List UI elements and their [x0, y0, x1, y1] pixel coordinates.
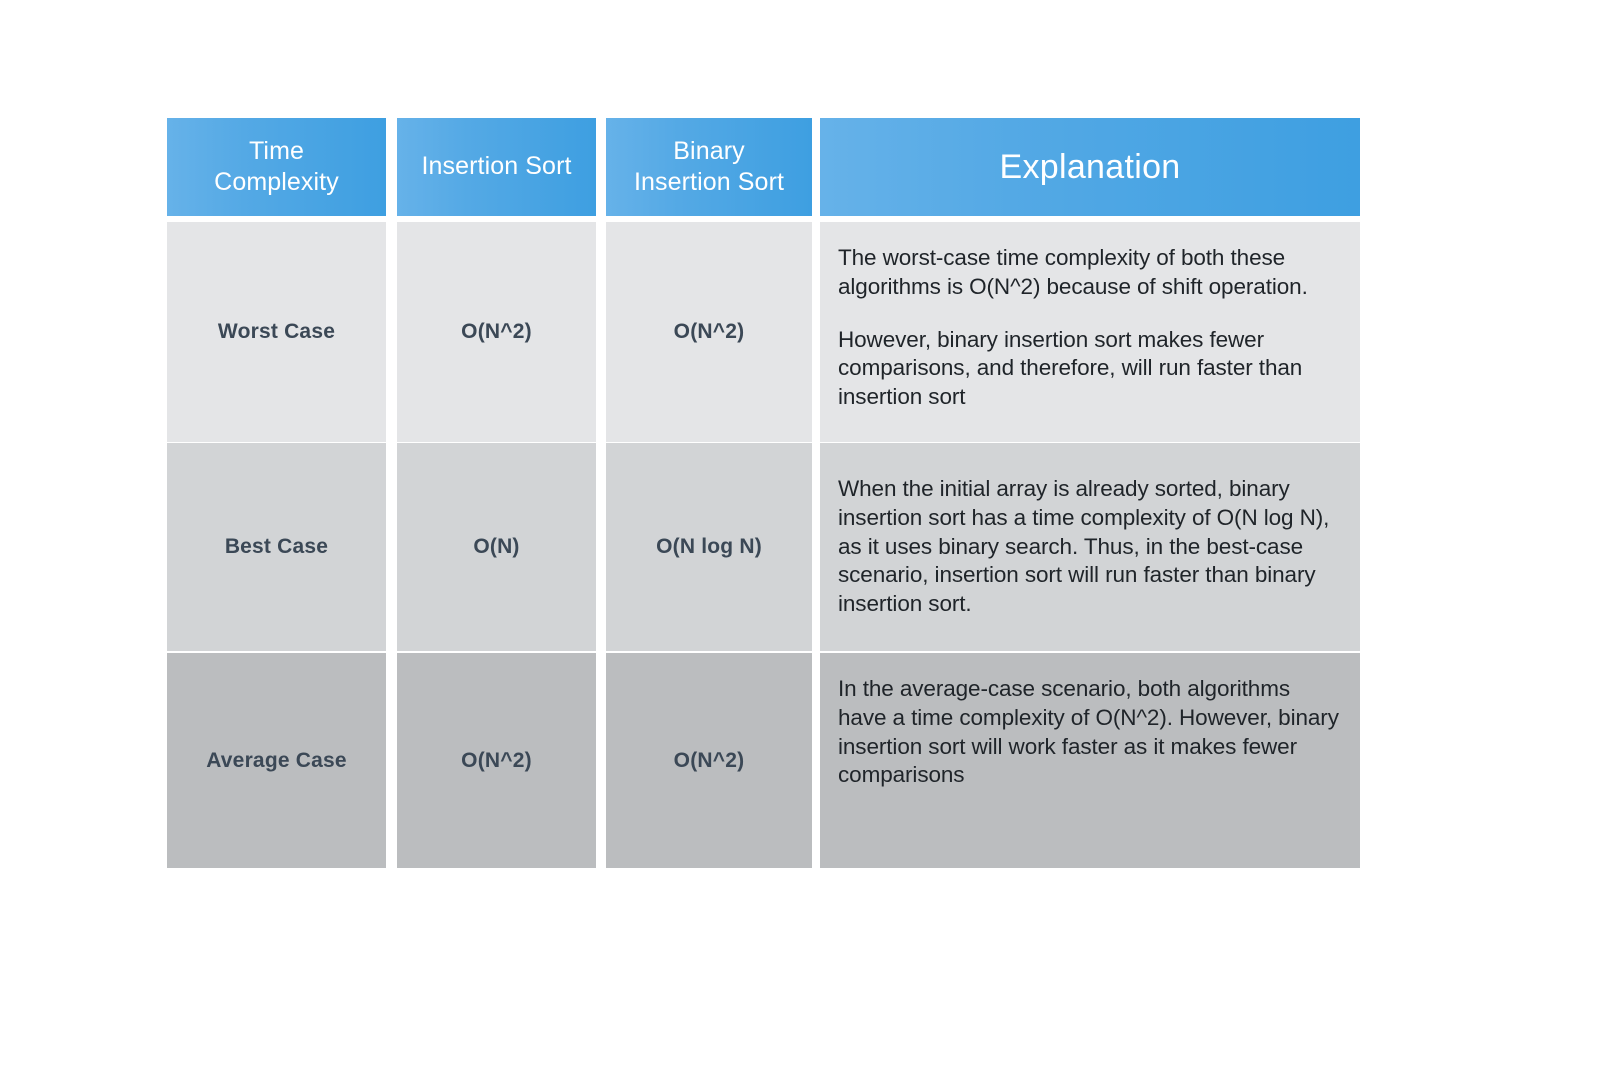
header-explanation-label: Explanation [999, 147, 1181, 186]
table-row: Best Case [167, 443, 386, 651]
explanation-paragraph: However, binary insertion sort makes few… [838, 326, 1303, 410]
table-cell-explanation: The worst-case time complexity of both t… [820, 222, 1360, 442]
case-label: Best Case [224, 535, 329, 558]
insertion-sort-value: O(N^2) [461, 320, 532, 343]
insertion-sort-value: O(N) [473, 535, 520, 558]
table-cell-binary-insertion-sort: O(N^2) [606, 222, 812, 442]
header-insertion-sort: Insertion Sort [397, 118, 596, 216]
table-row: Average Case [167, 653, 386, 868]
binary-insertion-sort-value: O(N^2) [673, 320, 745, 343]
table-cell-binary-insertion-sort: O(N^2) [606, 653, 812, 868]
table-cell-explanation: When the initial array is already sorted… [820, 443, 1360, 651]
table-row: Worst Case [167, 222, 386, 442]
table-cell-insertion-sort: O(N) [397, 443, 596, 651]
case-label: Average Case [206, 748, 347, 772]
header-insertion-sort-label: Insertion Sort [421, 152, 572, 181]
table-cell-insertion-sort: O(N^2) [397, 222, 596, 442]
explanation-paragraph: The worst-case time complexity of both t… [838, 245, 1308, 299]
case-label: Worst Case [217, 320, 336, 343]
header-time-complexity-label: Time Complexity [214, 136, 339, 197]
binary-insertion-sort-value: O(N^2) [673, 748, 745, 772]
complexity-comparison-table: Time Complexity Insertion Sort Binary In… [167, 118, 1360, 868]
explanation-paragraph: When the initial array is already sorted… [838, 476, 1330, 617]
header-time-complexity: Time Complexity [167, 118, 386, 216]
binary-insertion-sort-value: O(N log N) [656, 535, 762, 558]
table-cell-insertion-sort: O(N^2) [397, 653, 596, 868]
explanation-paragraph: In the average-case scenario, both algor… [838, 676, 1339, 788]
table-cell-binary-insertion-sort: O(N log N) [606, 443, 812, 651]
table-cell-explanation: In the average-case scenario, both algor… [820, 653, 1360, 868]
header-binary-insertion-sort: Binary Insertion Sort [606, 118, 812, 216]
insertion-sort-value: O(N^2) [461, 748, 532, 772]
header-binary-insertion-sort-label: Binary Insertion Sort [633, 136, 785, 197]
header-explanation: Explanation [820, 118, 1360, 216]
